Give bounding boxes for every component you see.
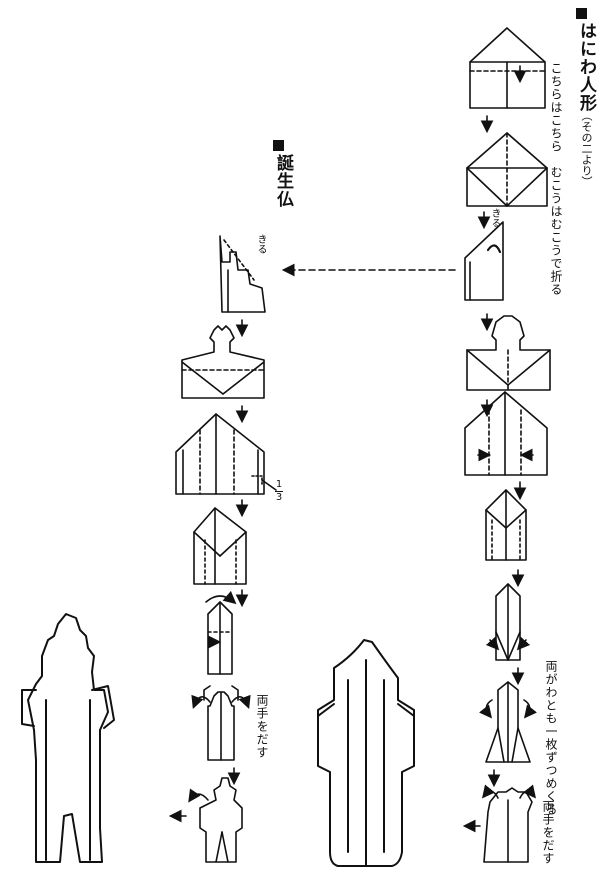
- fraction-numerator: 1: [275, 479, 283, 490]
- step-l4: [193, 507, 247, 585]
- finished-tanjobutsu: [21, 613, 115, 863]
- section-marker-haniwa: [576, 8, 587, 19]
- step-l5: [205, 590, 237, 675]
- step-r3: [464, 221, 504, 301]
- note-fold-front-back: こちらはこちら むこうはむこうで折る: [549, 62, 563, 296]
- step-l3: [175, 413, 277, 495]
- step-r9: [462, 784, 537, 863]
- step-r7: [485, 583, 531, 661]
- step-r6: [485, 489, 527, 561]
- fraction-bar: [275, 491, 283, 492]
- step-r4: [466, 315, 551, 391]
- section-title-tanjobutsu: 誕生仏: [273, 154, 293, 208]
- note-flip-layers: 両がわとも一枚ずつめくる: [544, 660, 558, 816]
- section-title-haniwa: はにわ人形: [576, 22, 596, 112]
- section-subtitle-haniwa: （その二より）: [580, 110, 593, 187]
- note-fraction-one-third: 1 3: [275, 480, 283, 503]
- step-l1: [219, 235, 266, 313]
- note-pull-hands-right: 両手をだす: [541, 800, 555, 865]
- step-r2: [466, 132, 548, 207]
- step-l2: [181, 325, 265, 399]
- step-l7: [168, 777, 243, 863]
- step-r5: [464, 391, 548, 476]
- finished-haniwa: [317, 639, 415, 867]
- step-l6: [191, 685, 251, 761]
- note-pull-hands-left: 両手をだす: [255, 694, 269, 759]
- step-r1: [469, 27, 546, 109]
- section-marker-tanjobutsu: [273, 140, 284, 151]
- fraction-denominator: 3: [275, 492, 283, 503]
- note-cut-right: きる: [489, 208, 500, 228]
- note-cut-left: きる: [255, 234, 266, 254]
- step-r8: [479, 681, 537, 763]
